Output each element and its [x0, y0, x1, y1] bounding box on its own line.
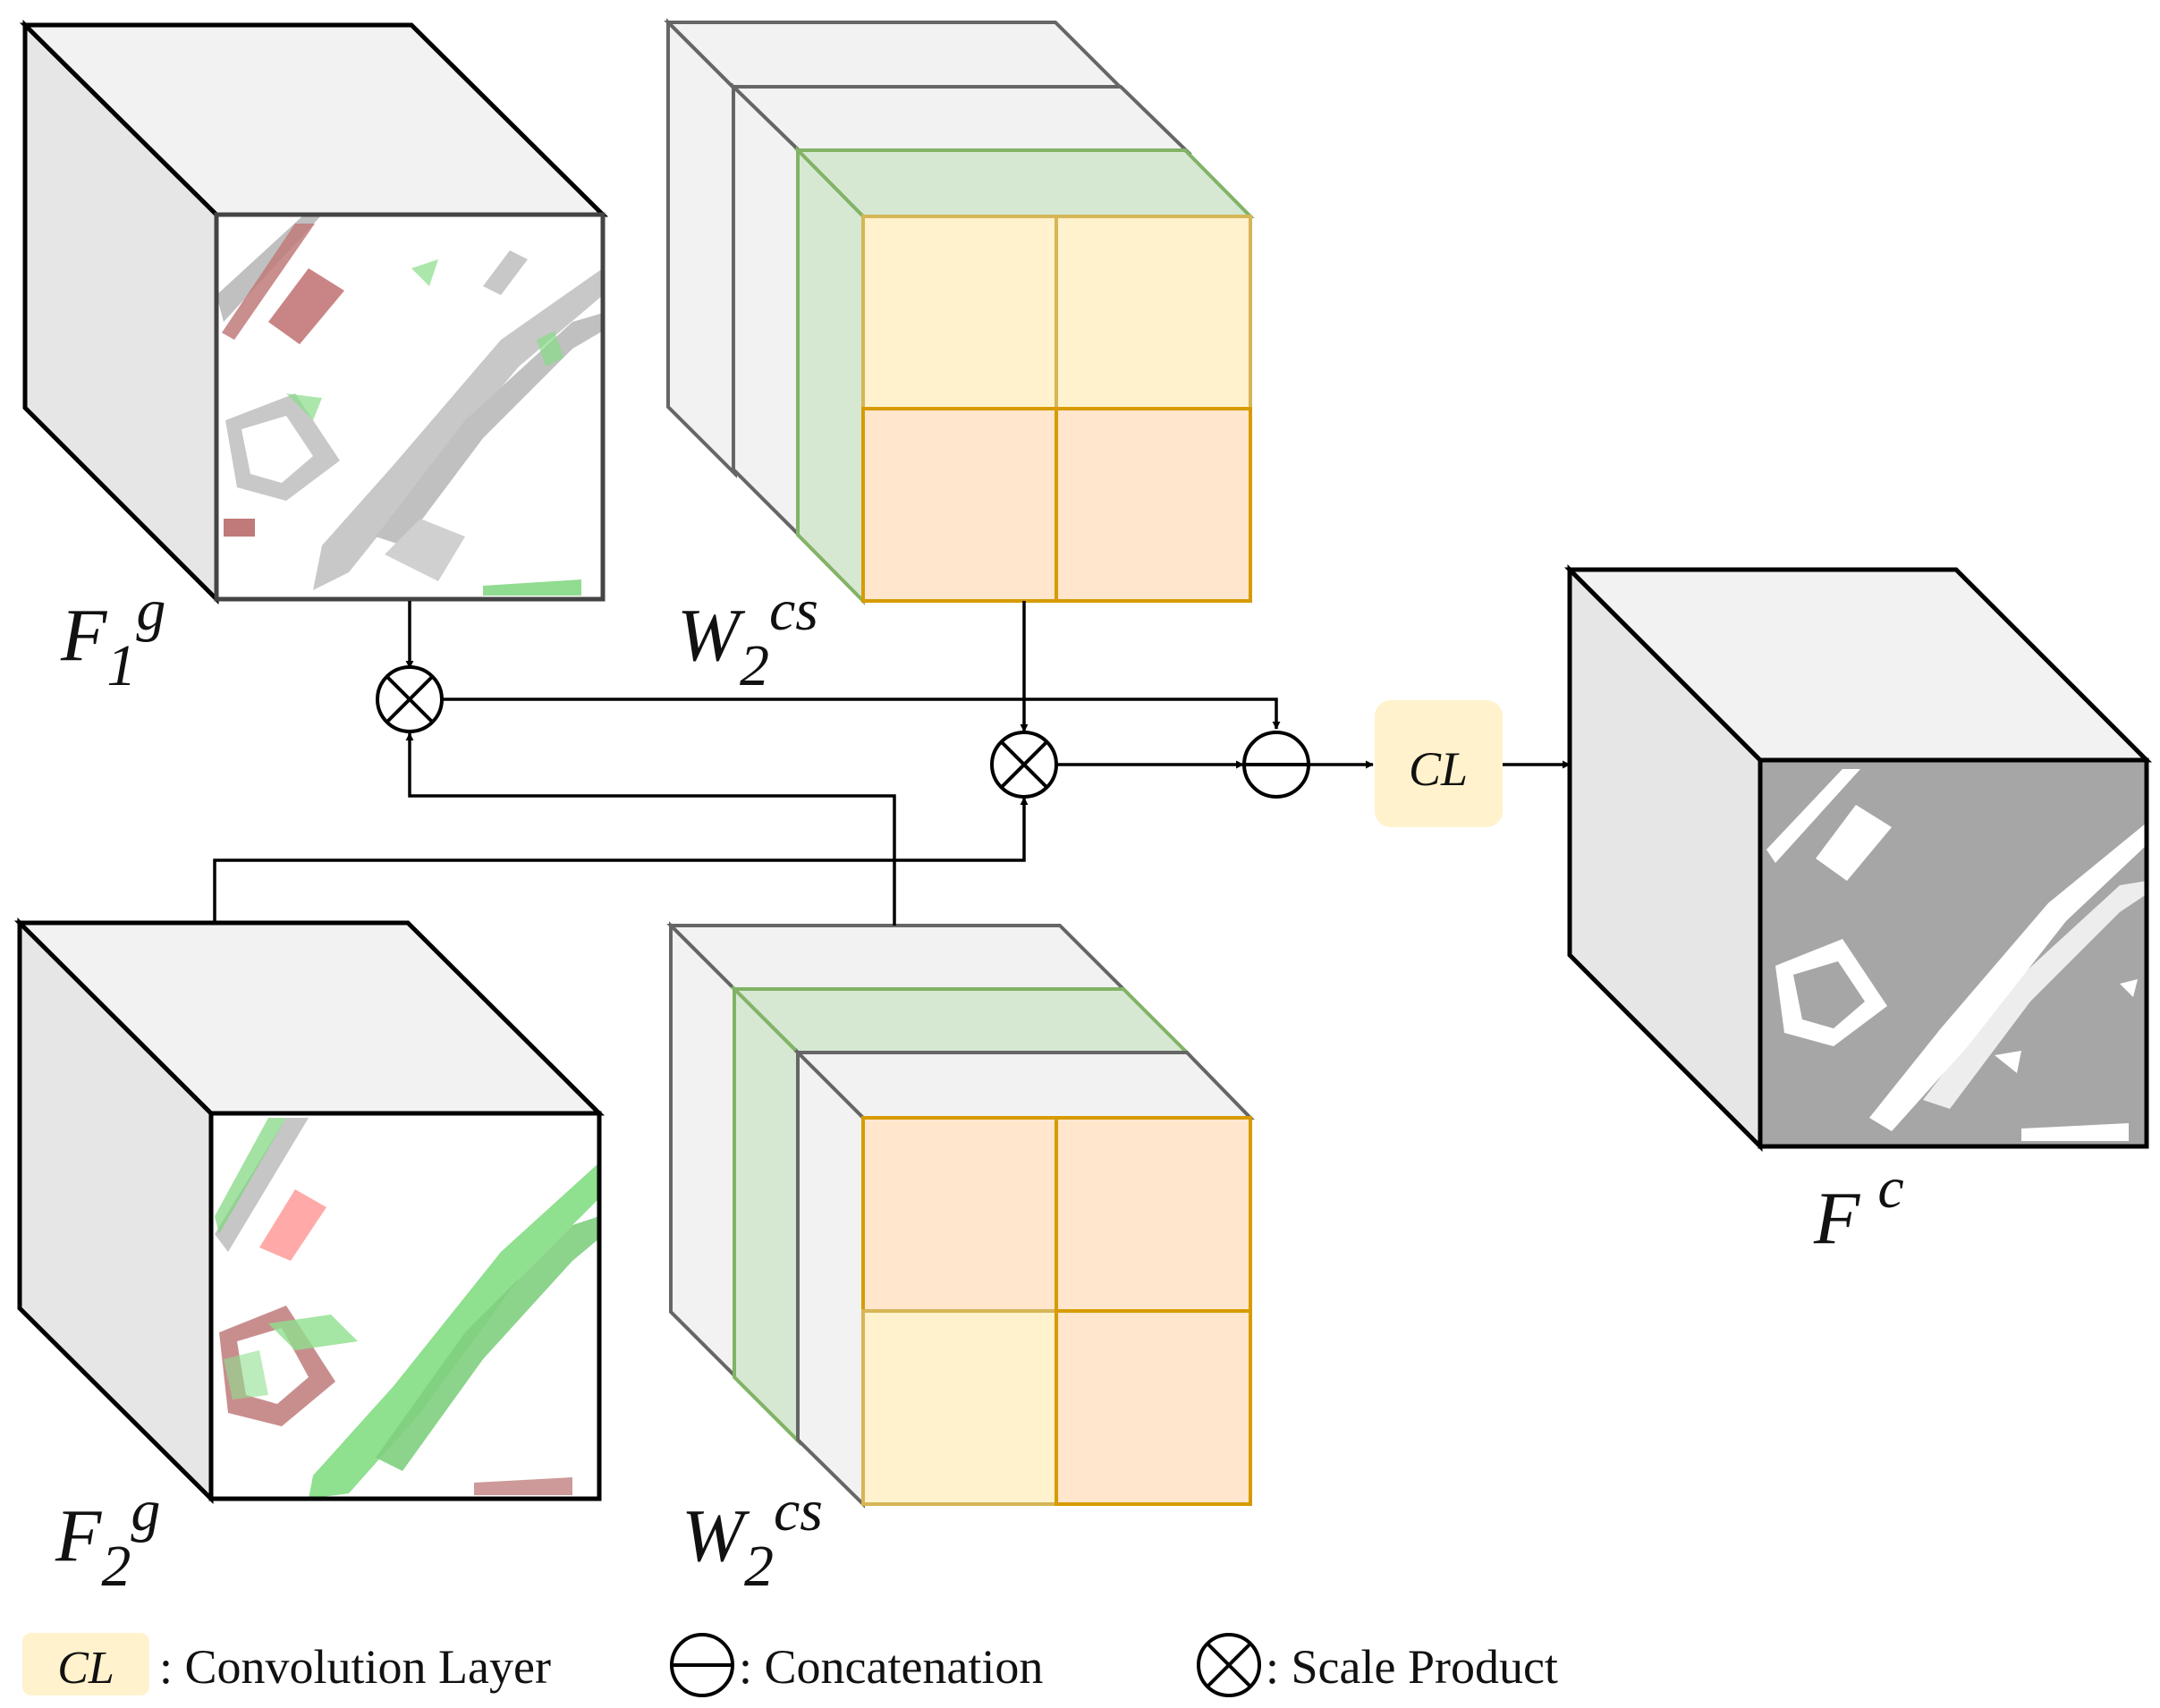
concatenation-node: [1242, 731, 1310, 799]
w2cs-bottom-cell-1: [861, 1116, 1058, 1313]
legend-convolution-layer: CL : Convolution Layer: [22, 1633, 551, 1695]
legend-concat-text: : Concatenation: [739, 1640, 1043, 1694]
arrow-f2-to-scale2: [213, 797, 1029, 923]
arrow-scale1-to-concat: [443, 698, 1281, 730]
label-w2cs-bottom: W2cs: [682, 1478, 823, 1599]
scale-product-2: [990, 731, 1058, 799]
cube-fc-segmentation-map: [1760, 760, 2147, 1146]
label-f1g: F1g: [60, 578, 165, 698]
legend-cl-text: : Convolution Layer: [159, 1640, 551, 1694]
legend: CL : Convolution Layer : Concatenation :…: [22, 1633, 1558, 1697]
cube-f2g-segmentation-map: [211, 1113, 599, 1499]
label-w2cs-top: W2cs: [677, 578, 818, 698]
w2cs-bottom-cell-4: [1055, 1309, 1252, 1506]
legend-concatenation: : Concatenation: [670, 1633, 1043, 1697]
cube-f2g: [13, 917, 606, 1505]
w2cs-bottom-cell-2: [1055, 1116, 1252, 1313]
w2cs-top-cell-4: [1055, 407, 1252, 603]
cube-fc-front: [1758, 757, 2149, 1149]
legend-cl-symbol: CL: [57, 1643, 114, 1694]
cube-f2g-front: [208, 1111, 602, 1501]
scale-product-1: [376, 665, 444, 733]
block-w2cs-bottom-green-side: [733, 985, 800, 1446]
arrow-w2bottom-to-scale1: [405, 732, 896, 926]
connectors: [213, 601, 1571, 926]
legend-scale-text: : Scale Product: [1266, 1640, 1558, 1694]
block-w2cs-top: [664, 18, 1255, 605]
cube-fc: [1563, 563, 2153, 1153]
cl-box: CL: [1375, 700, 1503, 827]
legend-scale-product: : Scale Product: [1197, 1633, 1558, 1697]
cube-f1g: [19, 20, 609, 605]
w2cs-bottom-cell-3: [861, 1309, 1058, 1506]
cl-box-label: CL: [1409, 742, 1468, 796]
w2cs-top-cell-3: [861, 407, 1058, 603]
cube-f1g-front: [214, 212, 606, 602]
block-w2cs-bottom-green-top: [730, 987, 1192, 1055]
block-w2cs-bottom: [666, 921, 1255, 1509]
label-f2g: F2g: [55, 1478, 160, 1599]
w2cs-top-cell-2: [1055, 215, 1252, 410]
block-w2cs-top-green-side: [796, 146, 865, 605]
w2cs-top-cell-1: [861, 215, 1058, 410]
block-w2cs-top-green-top: [793, 148, 1255, 218]
cube-f1g-segmentation-map: [216, 215, 603, 599]
